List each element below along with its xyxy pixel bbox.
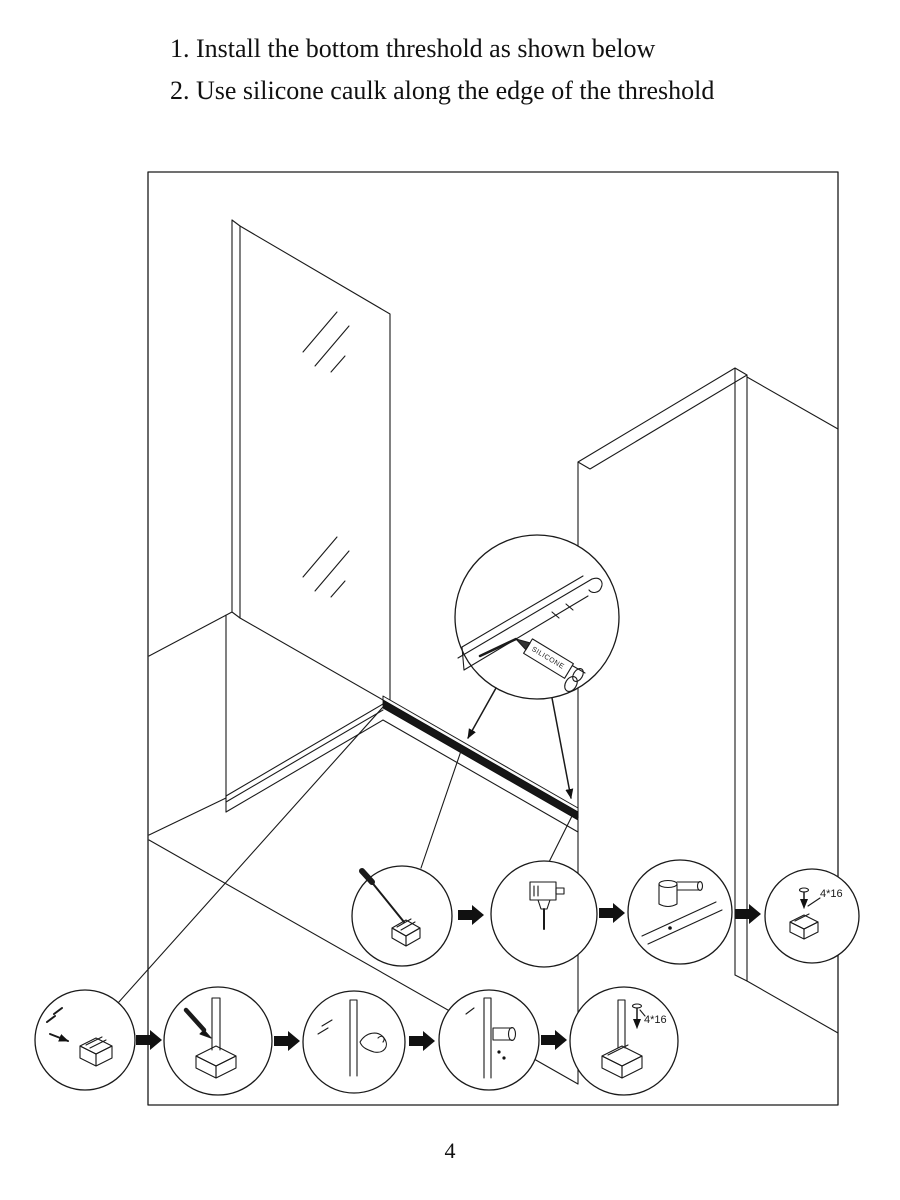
drill-icon <box>529 881 565 930</box>
step-arrow-icon <box>274 1031 300 1051</box>
caulk-gun-icon <box>515 638 586 692</box>
step-callout-endcap <box>34 989 136 1091</box>
screw-icon <box>798 887 810 909</box>
glass-edge-icon <box>617 999 626 1049</box>
step-callout-roller <box>438 989 540 1091</box>
shower-scene <box>117 219 839 1085</box>
end-cap-icon <box>79 1036 113 1067</box>
page-number: 4 <box>444 1138 456 1163</box>
threshold-bar <box>382 695 579 821</box>
anchor-icon <box>641 879 723 945</box>
step-callout-bracket-screw: 4*16 <box>569 986 679 1096</box>
screw-size-label: 4*16 <box>644 1014 667 1026</box>
end-cap-icon <box>391 918 421 947</box>
step-callout-drill <box>490 860 598 968</box>
step-callout-pencil-mark <box>163 986 273 1096</box>
instruction-step-2: 2. Use silicone caulk along the edge of … <box>170 76 715 105</box>
glass-edge-icon <box>211 997 221 1051</box>
glass-shine-icon <box>302 311 350 373</box>
roller-icon <box>492 1026 517 1042</box>
leader-lines <box>117 706 573 1004</box>
clip-icon <box>359 1032 387 1053</box>
screw-marks-icon <box>46 1007 63 1023</box>
instruction-step-1: 1. Install the bottom threshold as shown… <box>170 34 656 63</box>
bracket-icon <box>789 913 819 940</box>
caulk-bead-icon <box>478 637 518 658</box>
instruction-list: 1. Install the bottom threshold as shown… <box>170 28 714 112</box>
threshold-profile <box>457 575 603 671</box>
screw-size-label: 4*16 <box>820 888 843 900</box>
step-arrow-icon <box>541 1030 567 1050</box>
insert-arrow-icon <box>49 1033 69 1042</box>
step-callout-anchor <box>627 859 733 965</box>
glass-edge-icon <box>483 997 492 1079</box>
base-bracket-icon <box>195 1045 237 1079</box>
base-bracket-icon <box>601 1044 643 1079</box>
screw-icon <box>631 1003 643 1029</box>
step-callout-screw: 4*16 <box>764 868 860 964</box>
glass-shine-icon <box>302 536 350 598</box>
step-arrow-icon <box>735 904 761 924</box>
mark-ticks-icon <box>317 1019 333 1035</box>
step-row-bottom: 4*16 <box>34 986 679 1096</box>
step-arrow-icon <box>599 903 625 923</box>
awl-icon <box>359 868 405 923</box>
glass-panel <box>231 219 391 705</box>
pencil-icon <box>183 1007 212 1039</box>
step-callout-mark <box>351 865 453 967</box>
glass-edge-icon <box>349 999 358 1077</box>
step-row-middle: 4*16 <box>351 859 860 968</box>
step-arrow-icon <box>458 905 484 925</box>
pony-wall <box>148 611 579 836</box>
caulk-apply-arrows <box>467 687 574 799</box>
step-arrow-icon <box>409 1031 435 1051</box>
diagram-border <box>147 171 839 1106</box>
step-arrow-icon <box>136 1030 162 1050</box>
caulk-detail-callout: SILICONE <box>454 534 620 799</box>
step-callout-clip <box>302 990 406 1094</box>
